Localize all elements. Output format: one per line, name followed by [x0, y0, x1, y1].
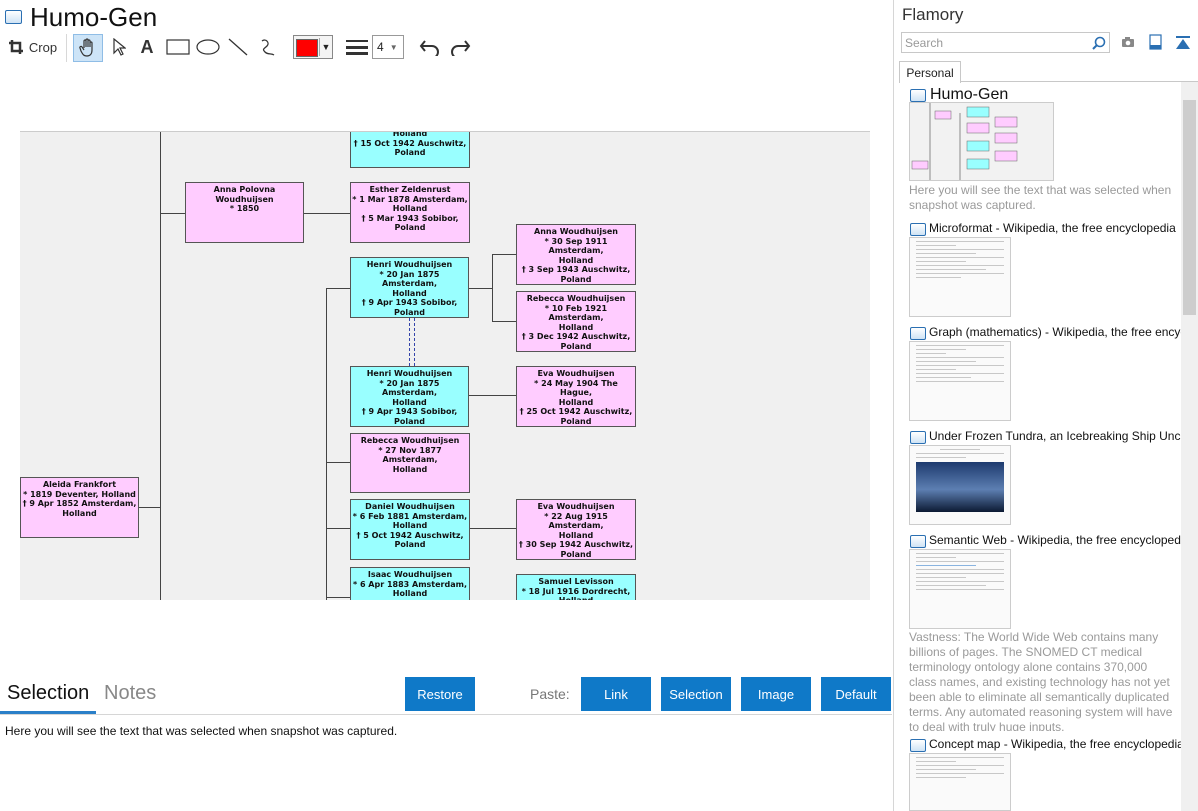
- page-icon: [910, 89, 926, 102]
- entry-thumbnail[interactable]: [909, 549, 1011, 629]
- app-title: Flamory: [902, 5, 964, 24]
- color-swatch: [296, 39, 318, 57]
- entry-note: Vastness: The World Wide Web contains ma…: [909, 630, 1173, 731]
- snapshot-image[interactable]: Holland † 15 Oct 1942 Auschwitz, Poland …: [20, 131, 870, 600]
- entry-title[interactable]: Semantic Web - Wikipedia, the free encyc…: [929, 533, 1184, 547]
- scrollbar-thumb[interactable]: [1183, 100, 1196, 315]
- page-icon: [910, 223, 926, 236]
- connector-line: [468, 528, 516, 529]
- person-box[interactable]: Rebecca Woudhuijsen * 10 Feb 1921 Amster…: [516, 291, 636, 352]
- entry-title[interactable]: Concept map - Wikipedia, the free encycl…: [929, 737, 1184, 751]
- marriage-connector: [409, 318, 415, 366]
- page-icon: [910, 739, 926, 752]
- text-icon[interactable]: A: [140, 36, 154, 57]
- person-box[interactable]: Holland † 15 Oct 1942 Auschwitz, Poland: [350, 132, 470, 168]
- entry-thumbnail[interactable]: [909, 445, 1011, 525]
- paste-link-button[interactable]: Link: [581, 677, 651, 711]
- entry-thumbnail[interactable]: [909, 753, 1011, 811]
- page-icon: [910, 431, 926, 444]
- connector-line: [326, 528, 350, 529]
- page-icon: [910, 535, 926, 548]
- connector-line: [492, 254, 493, 322]
- page-icon: [910, 327, 926, 340]
- search-input[interactable]: Search: [901, 32, 1110, 53]
- entry-title[interactable]: Humo-Gen: [930, 86, 1009, 103]
- connector-line: [160, 132, 161, 600]
- entry-thumbnail[interactable]: [909, 102, 1054, 181]
- document-icon[interactable]: [1149, 34, 1162, 50]
- connector-line: [326, 597, 350, 598]
- line-width-icon[interactable]: [345, 34, 369, 60]
- color-dropdown-icon[interactable]: ▼: [319, 38, 332, 56]
- flamory-sidebar: Flamory Search Personal Humo-Gen Here yo…: [894, 0, 1198, 811]
- active-tab-indicator: [0, 711, 96, 714]
- person-box[interactable]: Henri Woudhuijsen * 20 Jan 1875 Amsterda…: [350, 257, 469, 318]
- entry-thumbnail[interactable]: [909, 341, 1011, 421]
- connector-line: [303, 213, 350, 214]
- person-box[interactable]: Aleida Frankfort * 1819 Deventer, Hollan…: [20, 477, 139, 538]
- chevron-down-icon: ▼: [389, 42, 398, 52]
- person-box[interactable]: Daniel Woudhuijsen * 6 Feb 1881 Amsterda…: [350, 499, 470, 560]
- search-icon[interactable]: [1092, 36, 1106, 50]
- connector-line: [468, 395, 516, 396]
- divider: [0, 714, 892, 715]
- page-title: Humo-Gen: [30, 2, 158, 32]
- freehand-icon[interactable]: [257, 34, 279, 60]
- ellipse-icon[interactable]: [195, 34, 221, 60]
- tab-selection[interactable]: Selection: [7, 682, 90, 704]
- connector-line: [492, 321, 516, 322]
- tab-baseline: [960, 81, 1198, 82]
- entry-title[interactable]: Graph (mathematics) - Wikipedia, the fre…: [929, 325, 1184, 339]
- connector-line: [468, 288, 492, 289]
- person-box[interactable]: Isaac Woudhuijsen * 6 Apr 1883 Amsterdam…: [350, 567, 470, 600]
- person-box[interactable]: Rebecca Woudhuijsen * 27 Nov 1877 Amster…: [350, 433, 470, 493]
- pointer-icon[interactable]: [108, 34, 130, 60]
- line-width-select[interactable]: 4 ▼: [372, 35, 404, 59]
- restore-button[interactable]: Restore: [405, 677, 475, 711]
- toolbar-divider: [66, 34, 67, 62]
- connector-line: [326, 288, 327, 600]
- family-tree-thumbnail: [911, 103, 1018, 180]
- collapse-top-icon[interactable]: [1175, 35, 1191, 50]
- line-width-value: 4: [377, 40, 384, 54]
- hand-icon[interactable]: [73, 34, 103, 62]
- connector-line: [137, 507, 160, 508]
- entry-title[interactable]: Microformat - Wikipedia, the free encycl…: [929, 221, 1176, 235]
- connector-line: [160, 213, 185, 214]
- crop-label[interactable]: Crop: [28, 39, 58, 55]
- entry-note: Here you will see the text that was sele…: [909, 183, 1172, 212]
- tab-notes[interactable]: Notes: [104, 682, 157, 704]
- search-placeholder: Search: [905, 36, 944, 50]
- person-box[interactable]: Henri Woudhuijsen * 20 Jan 1875 Amsterda…: [350, 366, 469, 427]
- connector-line: [326, 288, 350, 289]
- line-icon[interactable]: [226, 34, 250, 60]
- selection-text: Here you will see the text that was sele…: [5, 724, 398, 738]
- redo-icon[interactable]: [448, 34, 472, 60]
- entry-thumbnail[interactable]: [909, 237, 1011, 317]
- paste-label: Paste:: [530, 686, 570, 702]
- ship-photo: [916, 462, 1004, 512]
- undo-icon[interactable]: [418, 34, 442, 60]
- rectangle-icon[interactable]: [165, 34, 191, 60]
- entry-title[interactable]: Under Frozen Tundra, an Icebreaking Ship…: [929, 429, 1184, 443]
- page-icon: [5, 10, 22, 24]
- connector-line: [492, 254, 516, 255]
- person-box[interactable]: Eva Woudhuijsen * 22 Aug 1915 Amsterdam,…: [516, 499, 636, 560]
- person-box[interactable]: Esther Zeldenrust * 1 Mar 1878 Amsterdam…: [350, 182, 470, 243]
- person-box[interactable]: Samuel Levisson * 18 Jul 1916 Dordrecht,…: [516, 574, 636, 600]
- paste-image-button[interactable]: Image: [741, 677, 811, 711]
- color-picker[interactable]: ▼: [293, 35, 333, 59]
- camera-icon[interactable]: [1121, 36, 1135, 48]
- paste-selection-button[interactable]: Selection: [661, 677, 731, 711]
- tab-personal[interactable]: Personal: [899, 61, 961, 83]
- crop-icon[interactable]: [6, 34, 26, 60]
- person-box[interactable]: Anna Woudhuijsen * 30 Sep 1911 Amsterdam…: [516, 224, 636, 285]
- paste-default-button[interactable]: Default: [821, 677, 891, 711]
- person-box[interactable]: Eva Woudhuijsen * 24 May 1904 The Hague,…: [516, 366, 636, 427]
- connector-line: [326, 462, 350, 463]
- person-box[interactable]: Anna Polovna Woudhuijsen * 1850: [185, 182, 304, 243]
- snapshot-editor: Humo-Gen Crop A ▼ 4 ▼: [0, 0, 894, 811]
